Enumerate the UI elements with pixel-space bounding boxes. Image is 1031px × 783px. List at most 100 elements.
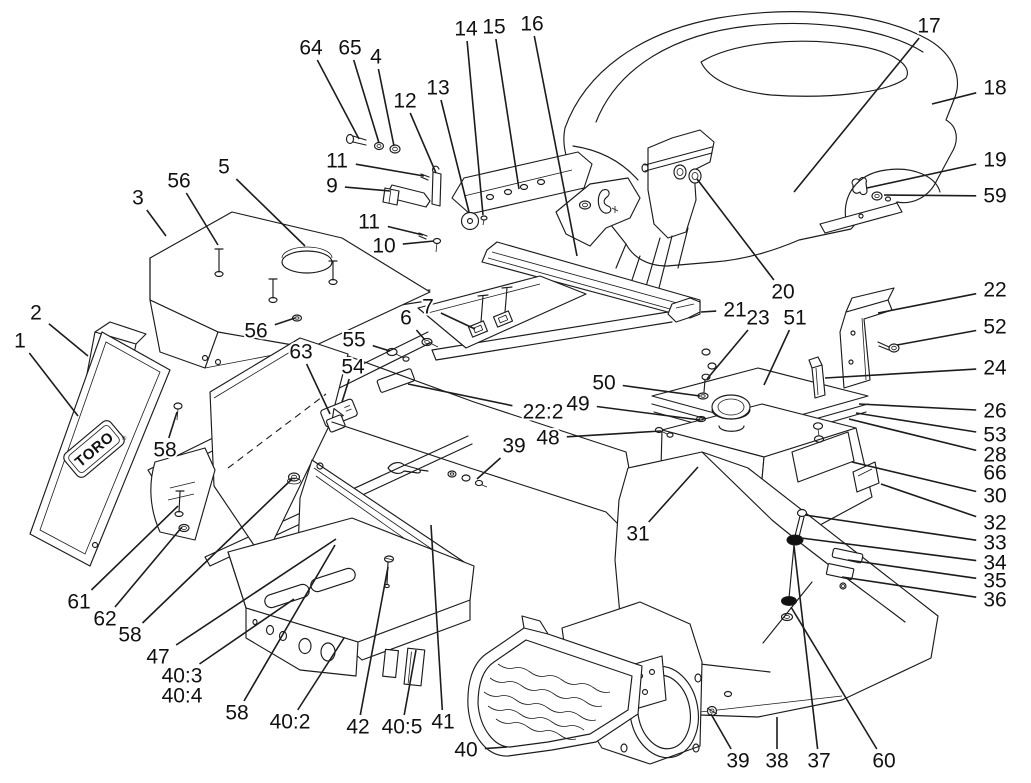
console-stud	[268, 278, 278, 299]
hood-front-crease	[572, 145, 639, 181]
step-outline	[467, 627, 643, 757]
screw-58a-head	[173, 402, 183, 410]
hood-top-panel	[700, 40, 908, 97]
callout-32-52: 52	[983, 316, 1006, 339]
console-stud	[328, 260, 338, 281]
screw-48-nut	[666, 432, 674, 438]
bracket-hole	[485, 193, 495, 201]
callout-41-66: 66	[983, 462, 1006, 485]
deck-plate-outline	[417, 275, 587, 349]
leader-line-60-40:5	[403, 649, 417, 716]
tread-strip	[495, 718, 577, 740]
leader-line-21-56	[274, 317, 296, 326]
leader-line-1-65	[352, 59, 380, 144]
callout-2-4: 4	[370, 46, 382, 69]
leader-line-42-30	[851, 461, 977, 493]
leader-line-8-17	[793, 37, 920, 193]
leader-line-17-56	[185, 192, 219, 246]
leader-line-3-12	[409, 112, 437, 174]
leader-line-4-13	[440, 99, 470, 213]
logo-outer-box	[63, 420, 125, 478]
tower-back-panel	[209, 337, 358, 561]
latch-bolt-head	[432, 237, 442, 245]
bolt-6-hole	[424, 340, 430, 344]
leader-line-58-40:2	[297, 637, 345, 711]
leader-line-19-2	[48, 323, 89, 357]
leader-line-20-1	[28, 352, 79, 417]
bolt-39b-tick	[706, 707, 718, 715]
callout-3-12: 12	[393, 90, 416, 113]
leader-line-11-59	[883, 194, 977, 197]
leader-line-2-4	[377, 68, 395, 147]
disc-screw-shaft	[482, 219, 485, 226]
strap-24	[811, 364, 826, 399]
leader-line-38-26	[858, 403, 977, 411]
callout-64-38: 38	[765, 750, 788, 773]
callout-20-1: 1	[14, 330, 26, 353]
fender-grommet-hole	[839, 582, 847, 590]
leader-line-0-64	[316, 59, 360, 140]
screw-58a-shaft	[176, 408, 179, 421]
strap-24-line	[815, 367, 819, 396]
leader-line-15-10	[402, 240, 435, 245]
leader-line-36-48	[566, 430, 662, 438]
hood-crease	[595, 22, 924, 123]
front-hole	[252, 618, 258, 626]
leader-line-9-18	[931, 92, 977, 105]
callout-7-16: 16	[520, 13, 543, 36]
fender-hole	[723, 690, 733, 698]
fender-grommet-hole-inner	[841, 584, 845, 588]
bolt-55-collar	[402, 356, 410, 362]
leader-line-24-55	[372, 344, 391, 352]
stud-washer	[328, 278, 338, 286]
latch-parts	[345, 133, 442, 253]
decal-22-2	[376, 368, 415, 393]
callout-61-41: 41	[431, 711, 454, 734]
callout-53-58: 58	[118, 624, 141, 647]
leader-line-32-52	[896, 329, 977, 346]
screw-head	[474, 479, 484, 487]
callout-35-49: 49	[566, 393, 589, 416]
callout-39-53: 53	[983, 424, 1006, 447]
callout-45-34: 34	[983, 552, 1007, 575]
nut	[447, 470, 457, 478]
hidden-edge	[227, 393, 327, 469]
callout-25-63: 63	[289, 341, 312, 364]
callout-43-32: 32	[983, 512, 1006, 535]
callout-58-40:2: 40:2	[270, 711, 311, 734]
nut-62	[178, 523, 190, 533]
hinge-legs	[644, 227, 689, 293]
stud-washer	[214, 270, 224, 278]
nut	[389, 144, 401, 154]
callout-37-22:2: 22:2	[523, 401, 564, 424]
callout-48-31: 31	[626, 523, 649, 546]
leader-line-48-31	[648, 466, 699, 523]
step-flange	[521, 615, 549, 635]
leader-line-55-40:3	[199, 598, 295, 665]
latch-post	[431, 171, 442, 207]
toro-logo: TORO ®	[63, 420, 129, 478]
callout-49-39: 39	[502, 435, 525, 458]
washer-hole	[784, 615, 790, 619]
bracket-22-outline	[839, 299, 893, 389]
bushing-hole	[691, 172, 699, 180]
flange-hole	[641, 688, 649, 696]
callout-9-18: 18	[983, 77, 1006, 100]
screw-tick	[481, 484, 488, 488]
leader-line-25-63	[305, 363, 331, 415]
callout-34-50: 50	[592, 372, 615, 395]
callout-36-48: 48	[536, 427, 559, 450]
bracket-hatch	[167, 481, 196, 501]
callout-0-64: 64	[299, 37, 323, 60]
console-round-hole	[281, 250, 333, 274]
leader-line-39-53	[855, 412, 977, 433]
square-washer-hole	[472, 324, 484, 334]
callout-60-40:5: 40:5	[382, 716, 423, 739]
callout-40-28: 28	[983, 444, 1006, 467]
tread-strip	[483, 691, 597, 721]
spacer-37-shaft	[788, 544, 795, 599]
callout-51-61: 61	[67, 591, 90, 614]
